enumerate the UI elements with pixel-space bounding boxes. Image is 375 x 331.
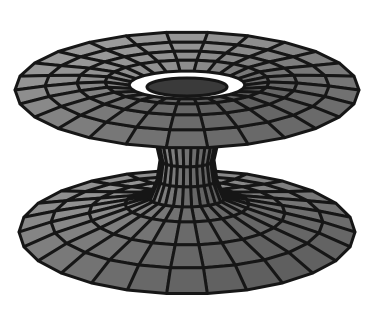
bottom-disc-cell [171, 245, 204, 268]
wormhole-throat-opening [147, 78, 227, 96]
top-disc-cell [177, 99, 197, 104]
top-disc-cell [174, 104, 201, 115]
bottom-disc-cell [175, 222, 199, 245]
throat-cell [183, 167, 190, 187]
top-flared-disc [15, 32, 359, 147]
top-disc-cell [166, 130, 207, 148]
throat-cell [182, 187, 191, 207]
bottom-disc-cell [167, 268, 208, 294]
top-disc-cell [170, 115, 204, 130]
